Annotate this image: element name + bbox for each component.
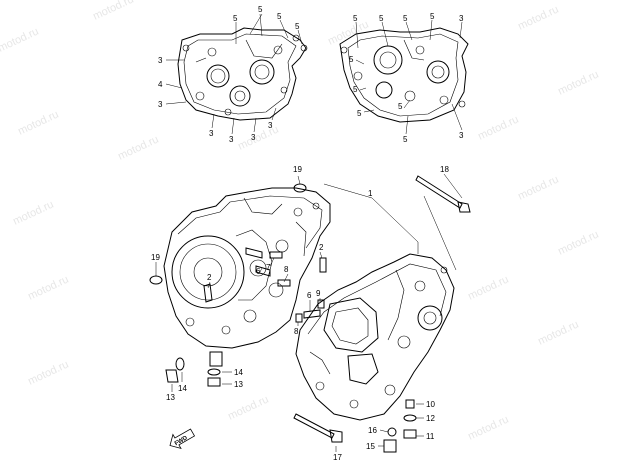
bolt-15	[383, 439, 397, 453]
callout-5: 5	[349, 55, 354, 64]
watermark: motod.ru	[16, 108, 60, 137]
callout-8: 8	[284, 265, 289, 274]
callout-3: 3	[251, 133, 256, 142]
callout-13: 13	[166, 393, 175, 402]
callout-3: 3	[459, 14, 464, 23]
watermark: motod.ru	[516, 173, 560, 202]
callout-5: 5	[277, 12, 282, 21]
bolt-17	[293, 413, 335, 439]
watermark: motod.ru	[26, 273, 70, 302]
callout-3: 3	[209, 129, 214, 138]
callout-17: 17	[333, 453, 342, 462]
callout-3: 3	[268, 121, 273, 130]
callout-5: 5	[353, 14, 358, 23]
callout-5: 5	[353, 85, 358, 94]
callout-9: 9	[316, 289, 321, 298]
right-crankcase-half	[295, 253, 455, 421]
watermark: motod.ru	[91, 0, 135, 23]
callout-5: 5	[295, 22, 300, 31]
fwd-arrow-icon: FWD	[169, 428, 196, 450]
watermark: motod.ru	[116, 133, 160, 162]
callout-16: 16	[368, 426, 377, 435]
callout-1: 1	[368, 189, 373, 198]
watermark: motod.ru	[26, 358, 70, 387]
hardware-parts	[149, 175, 471, 453]
watermark: motod.ru	[466, 273, 510, 302]
plug-19-left	[149, 275, 163, 285]
callout-18: 18	[440, 165, 449, 174]
callout-3: 3	[158, 56, 163, 65]
callout-12: 12	[426, 414, 435, 423]
bolt-9	[317, 299, 325, 309]
left-crankcase-half	[163, 187, 331, 367]
callout-10: 10	[426, 400, 435, 409]
callout-5: 5	[233, 14, 238, 23]
watermark: motod.ru	[516, 3, 560, 32]
washer-16	[387, 427, 397, 437]
callout-19: 19	[151, 253, 160, 262]
bolt-18	[415, 175, 463, 209]
callout-7: 7	[266, 263, 271, 272]
callout-5: 5	[403, 135, 408, 144]
callout-14: 14	[178, 384, 187, 393]
callout-6: 6	[307, 291, 312, 300]
bolt-8	[295, 313, 303, 323]
callout-3: 3	[158, 100, 163, 109]
callout-19: 19	[293, 165, 302, 174]
callout-15: 15	[366, 442, 375, 451]
watermark: motod.ru	[556, 228, 600, 257]
callout-8: 8	[294, 327, 299, 336]
callout-14: 14	[234, 368, 243, 377]
callout-4: 4	[158, 80, 163, 89]
callout-5: 5	[357, 109, 362, 118]
washer-14-right	[207, 368, 221, 376]
left-crankcase-inner-view	[177, 27, 308, 121]
callout-3: 3	[229, 135, 234, 144]
watermark: motod.ru	[556, 68, 600, 97]
watermark: motod.ru	[0, 25, 41, 54]
callout-2: 2	[319, 243, 324, 252]
callout-5: 5	[403, 14, 408, 23]
watermark: motod.ru	[466, 413, 510, 442]
callout-5: 5	[379, 14, 384, 23]
callout-labels: 5 5 5 5 3 4 3 3 3 3 3 5 5 5 5 3 5 5 5 5 …	[151, 5, 464, 462]
callout-13: 13	[234, 380, 243, 389]
bolt-11	[403, 429, 417, 439]
callout-3: 3	[459, 131, 464, 140]
callout-2: 2	[207, 273, 212, 282]
callout-5: 5	[398, 102, 403, 111]
watermark: motod.ru	[11, 198, 55, 227]
watermark: motod.ru	[226, 393, 270, 422]
callout-6: 6	[256, 267, 261, 276]
bolt-10	[405, 399, 415, 409]
watermark: motod.ru	[476, 113, 520, 142]
bolt-13-right	[207, 377, 221, 387]
watermark-layer: motod.ru motod.ru motod.ru motod.ru moto…	[0, 0, 601, 443]
washer-12	[403, 414, 417, 422]
watermark: motod.ru	[536, 318, 580, 347]
washer-14-left	[175, 357, 185, 371]
watermark: motod.ru	[236, 123, 280, 152]
callout-5: 5	[430, 12, 435, 21]
bolt-6	[303, 309, 321, 319]
callout-5: 5	[258, 5, 263, 14]
leader-lines	[155, 13, 463, 452]
bolt-13-left	[165, 369, 179, 383]
callout-11: 11	[426, 432, 435, 441]
